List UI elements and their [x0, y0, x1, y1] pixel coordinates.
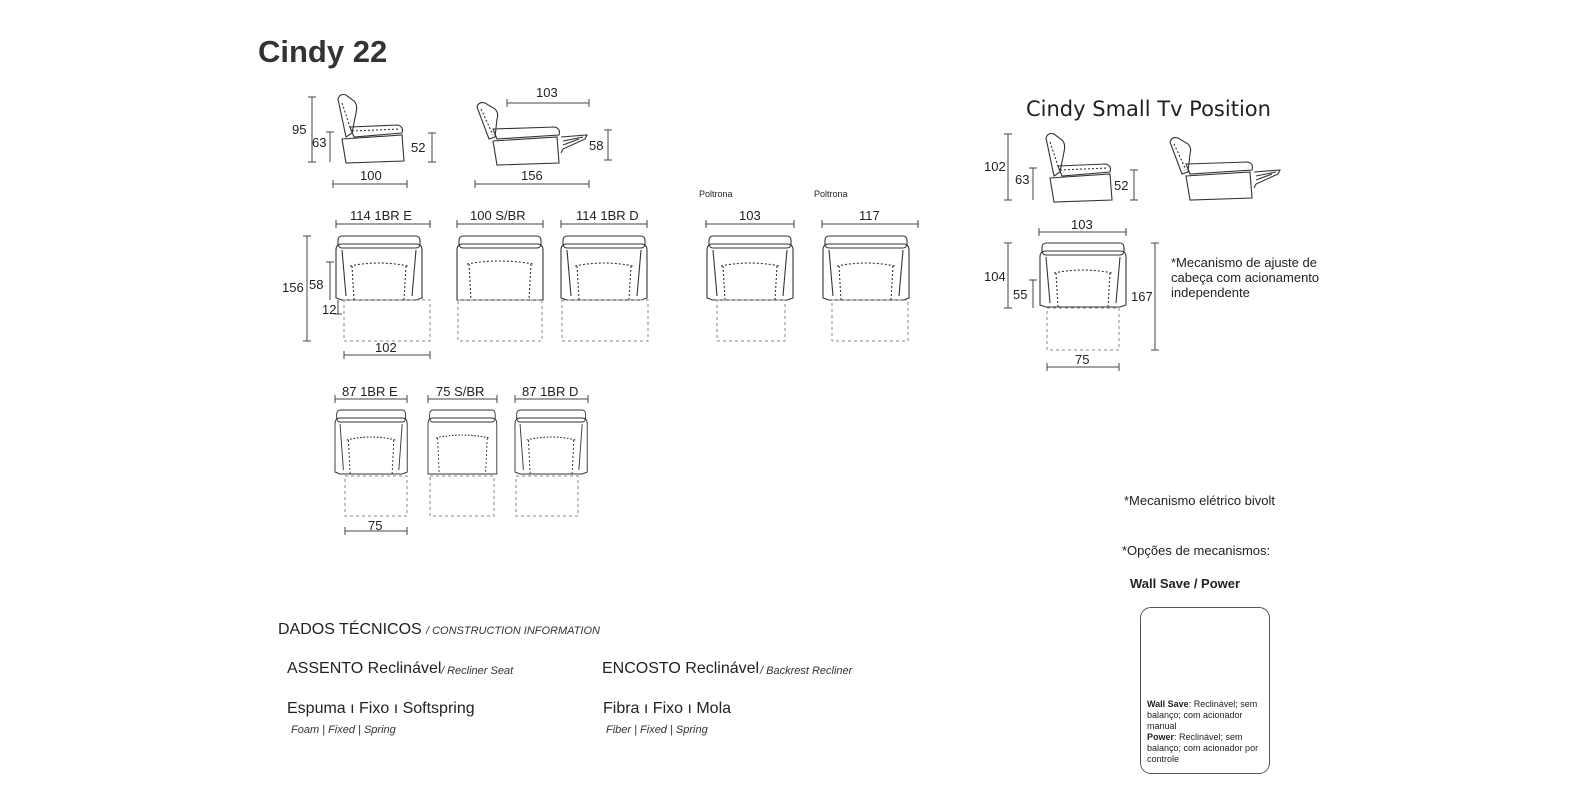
- tech-seat-materials: Espuma ı Fixo ı Softspring: [287, 700, 475, 717]
- module-87-1br-d: [514, 409, 588, 475]
- mech-title: Wall Save / Power: [1130, 576, 1241, 591]
- tv-front-view: [1039, 242, 1127, 308]
- tech-back-en: / Backrest Recliner: [760, 665, 853, 677]
- wall-save-label: Wall Save: [1147, 699, 1189, 709]
- dim-leg: 58: [589, 138, 604, 153]
- tv-side-closed: [1045, 132, 1113, 203]
- power-label: Power: [1147, 732, 1175, 742]
- tv-side-reclined: [1169, 136, 1281, 201]
- module-label: 87 1BR D: [522, 384, 579, 399]
- module-100-sbr: [456, 235, 544, 301]
- dim-depth-reclined: 156: [521, 168, 543, 183]
- tech-back-materials: Fibra ı Fixo ı Mola: [603, 700, 732, 717]
- note-electric: *Mecanismo elétrico bivolt: [1124, 493, 1276, 508]
- tv-dim-seat-depth: 55: [1013, 287, 1028, 302]
- module-87-1br-e: [334, 409, 408, 475]
- poltrona-label: Poltrona: [814, 189, 848, 199]
- tv-section-title: Cindy Small Tv Position: [1026, 97, 1271, 121]
- tv-dim-height: 102: [984, 159, 1006, 174]
- module-label: 114 1BR E: [350, 208, 412, 223]
- module-poltrona-103: [706, 235, 794, 301]
- module-label: 114 1BR D: [576, 208, 639, 223]
- module-label: 75 S/BR: [436, 384, 485, 399]
- module-75-sbr: [427, 409, 498, 475]
- tech-back: ENCOSTO Reclinável: [602, 660, 760, 677]
- tv-dim-width: 103: [1071, 217, 1093, 232]
- module-label: 100 S/BR: [470, 208, 526, 223]
- module-114-1br-e: [335, 235, 423, 301]
- wall-save-text: : Reclinável; sem balanço; com acionador…: [1147, 699, 1258, 731]
- dim-seat-back: 63: [312, 135, 327, 150]
- module-label: 87 1BR E: [342, 384, 398, 399]
- dim-poltrona-1: 103: [739, 208, 761, 223]
- mechanism-description: Wall Save: Reclinável; sem balanço; com …: [1147, 699, 1267, 765]
- module-poltrona-117: [822, 235, 910, 301]
- tech-seat: ASSENTO Reclinável: [287, 660, 442, 677]
- mechanism-card: [1140, 607, 1270, 774]
- page-title: Cindy 22: [258, 34, 388, 69]
- tech-back-materials-en: Fiber | Fixed | Spring: [606, 724, 708, 736]
- tv-dim-reclined-depth: 167: [1131, 289, 1153, 304]
- dim-seat-width: 102: [375, 340, 397, 355]
- dim-depth-closed: 100: [360, 168, 382, 183]
- tech-seat-materials-en: Foam | Fixed | Spring: [291, 724, 396, 736]
- tv-dim-seat-width: 75: [1075, 352, 1090, 367]
- tv-dim-seat: 52: [1114, 178, 1129, 193]
- side-view-closed: [337, 93, 405, 164]
- dim-depth-total: 156: [282, 280, 304, 295]
- dim-height: 95: [292, 122, 307, 137]
- tech-title: DADOS TÉCNICOS: [278, 621, 422, 638]
- power-text: : Reclinável; sem balanço; com acionador…: [1147, 732, 1259, 764]
- dim-poltrona-2: 117: [859, 208, 880, 223]
- dim-seat-height: 58: [309, 277, 324, 292]
- tv-dim-depth: 104: [984, 269, 1006, 284]
- tech-title-en: / CONSTRUCTION INFORMATION: [426, 625, 600, 637]
- dim-seat: 52: [411, 140, 426, 155]
- side-view-reclined: [476, 101, 588, 166]
- dim-reclined-top: 103: [536, 85, 558, 100]
- dim-arm-offset: 12: [322, 302, 337, 317]
- note-options: *Opções de mecanismos:: [1122, 543, 1271, 558]
- module-114-1br-d: [560, 235, 648, 301]
- tv-dim-seat-back: 63: [1015, 172, 1030, 187]
- note-headrest: *Mecanismo de ajuste de cabeça com acion…: [1171, 255, 1320, 300]
- dim-seat-width-2: 75: [368, 518, 383, 533]
- tech-seat-en: / Recliner Seat: [441, 665, 514, 677]
- poltrona-label: Poltrona: [699, 189, 733, 199]
